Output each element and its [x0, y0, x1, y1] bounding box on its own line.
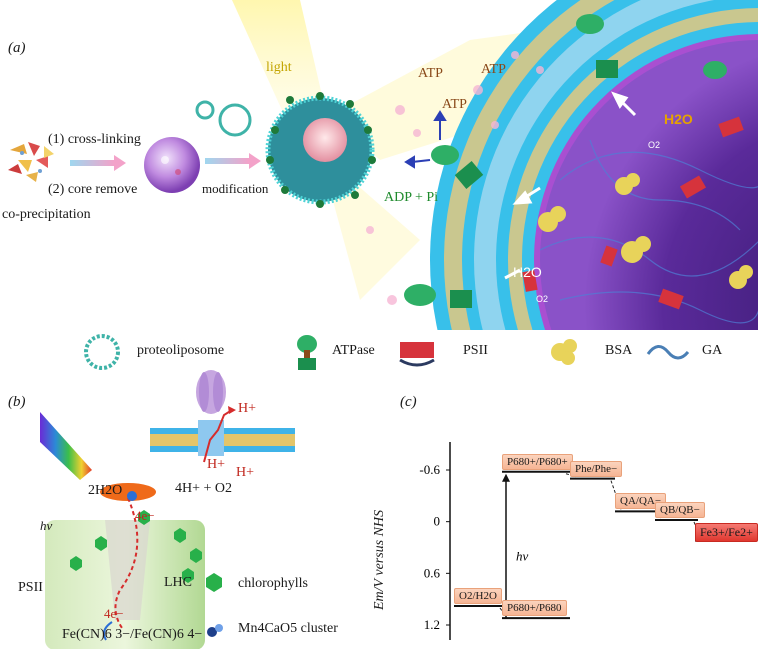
light-beam-lower	[330, 170, 420, 300]
legend-mn-cluster: Mn4CaO5 cluster	[238, 621, 338, 636]
panel-b-illustration	[40, 370, 295, 649]
energy-level-label: O2/H2O	[454, 588, 502, 605]
co-precipitate-particles	[8, 142, 54, 182]
psii-blocks	[522, 116, 744, 310]
electron-top-label: 4e−	[135, 508, 155, 523]
atp-label-3: ATP	[442, 97, 467, 112]
energy-level-label: QA/QA−	[615, 493, 667, 510]
ga-fibers	[539, 139, 758, 324]
atpase-proteins	[404, 14, 727, 308]
panel-b-label: (b)	[8, 394, 26, 410]
excitation-arrow-head	[502, 473, 510, 482]
ga-icon	[646, 345, 690, 360]
bubbles	[366, 51, 544, 305]
panel-a-label: (a)	[8, 40, 26, 56]
proteoliposome-icon	[84, 334, 120, 370]
adp-pi-label: ADP + Pi	[384, 190, 439, 205]
electron-bottom-label: 4e−	[104, 606, 124, 621]
legend-psii: PSII	[463, 343, 488, 358]
y-tick-label-3: 1.2	[424, 617, 440, 632]
o2-label-1: O2	[648, 140, 661, 150]
energy-level-label: P680+/P680+	[502, 453, 573, 470]
ferricyanide-label: Fe(CN)6 3−/Fe(CN)6 4−	[62, 627, 203, 642]
h-plus-3: H+	[236, 465, 255, 480]
bsa-icon	[551, 339, 577, 365]
hv-label-b: hv	[40, 518, 53, 533]
y-tick-label-0: -0.6	[419, 462, 440, 477]
step-cross-linking: (1) cross-linking	[48, 132, 141, 147]
legend-chlorophylls: chlorophylls	[238, 576, 308, 591]
h2o-top-label: H2O	[664, 111, 693, 127]
step-arrow-1	[70, 160, 114, 166]
step-co-precipitation: co-precipitation	[2, 207, 91, 222]
hv-label-c: hv	[516, 548, 529, 563]
legend-proteoliposome: proteoliposome	[137, 343, 225, 358]
y-tick-label-1: 0	[434, 514, 441, 529]
atp-arrow	[404, 110, 447, 169]
atp-label-1: ATP	[418, 66, 443, 81]
electron-arrow	[103, 621, 113, 641]
y-axis-label: Em/V versus NHS	[372, 509, 387, 610]
energy-diagram: -0.6 0 0.6 1.2 hv	[419, 442, 752, 640]
protons-o2-label: 4H+ + O2	[175, 481, 233, 496]
water-label: 2H2O	[88, 483, 123, 498]
legend-atpase: ATPase	[332, 343, 375, 358]
light-prism	[40, 412, 92, 480]
step-arrow-2	[205, 158, 249, 164]
y-tick-label-2: 0.6	[424, 565, 441, 580]
energy-level-label: Fe3+/Fe2+	[695, 522, 758, 542]
light-label: light	[266, 60, 292, 75]
legend-bsa: BSA	[605, 343, 633, 358]
proteoliposome-small	[195, 100, 252, 137]
h-plus-1: H+	[238, 401, 257, 416]
step-core-remove: (2) core remove	[48, 182, 138, 197]
cell-cross-section	[430, 0, 758, 330]
h2o-bottom-label: H2O	[513, 264, 542, 280]
psii-label-b: PSII	[18, 580, 43, 595]
atpase-icon	[297, 335, 317, 370]
chlorophyll-hexagons	[70, 510, 222, 592]
energy-level-label: P680+/P680	[502, 600, 567, 617]
template-sphere	[144, 137, 200, 193]
psii-complex	[45, 483, 205, 649]
psii-icon	[399, 342, 435, 367]
step-modification: modification	[202, 181, 269, 196]
panel-c-label: (c)	[400, 394, 417, 410]
transport-arrows	[504, 91, 637, 280]
energy-level-label: QB/QB−	[655, 501, 705, 518]
h-plus-2: H+	[207, 457, 226, 472]
mn-cluster	[127, 491, 223, 637]
atp-label-2: ATP	[481, 62, 506, 77]
o2-label-2: O2	[536, 294, 549, 304]
membrane-atpase	[150, 370, 295, 463]
legend-icons	[84, 334, 690, 370]
lhc-label: LHC	[164, 575, 192, 590]
panel-a-illustration	[8, 0, 758, 330]
bsa-blobs	[538, 173, 753, 289]
energy-level-label: Phe/Phe−	[570, 460, 623, 477]
legend-ga: GA	[702, 343, 723, 358]
